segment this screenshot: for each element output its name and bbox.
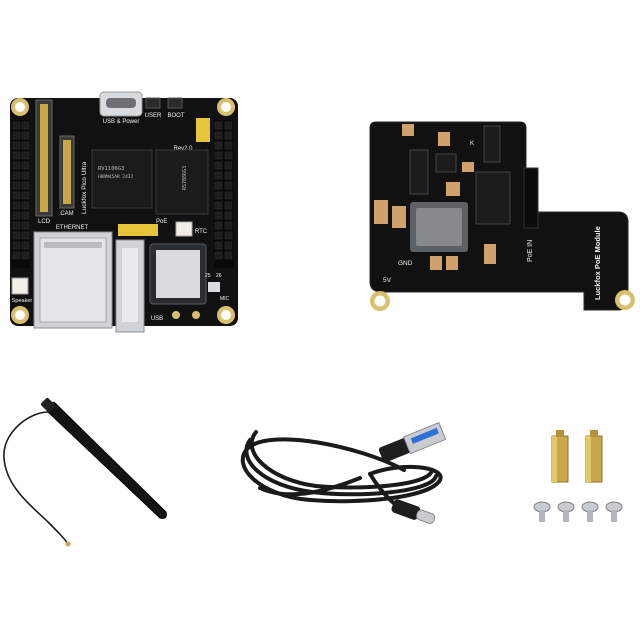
label-pin-26: 26 bbox=[216, 273, 222, 279]
label-mic: MIC bbox=[220, 296, 230, 302]
chip-marking: RS7086G3 bbox=[182, 166, 188, 190]
capacitor bbox=[374, 200, 388, 224]
antenna-base bbox=[41, 398, 55, 412]
mounting-hole bbox=[217, 98, 235, 116]
label-5v: 5V bbox=[383, 277, 392, 284]
boot-button bbox=[167, 97, 183, 109]
usb-c-port bbox=[99, 91, 143, 117]
usb-c-plug bbox=[391, 499, 436, 524]
core-board: USB & Power USER BOOT Rev2.0 LCD CAM Luc… bbox=[10, 91, 238, 333]
wifi-module bbox=[149, 243, 207, 305]
soc-marking: RV1106G3 bbox=[98, 166, 125, 172]
mounting-hole bbox=[11, 98, 29, 116]
lcd-connector bbox=[35, 99, 53, 217]
usb-cable bbox=[240, 422, 447, 524]
left-pin-header bbox=[12, 120, 30, 268]
screw bbox=[581, 501, 599, 522]
soc-chip: RV1106G3 H8NM45AR 2432 bbox=[91, 149, 153, 209]
ipex-connector bbox=[65, 541, 71, 547]
label-usb-power: USB & Power bbox=[103, 119, 140, 125]
capacitor bbox=[402, 124, 414, 136]
transformer-chip bbox=[409, 149, 429, 195]
capacitor bbox=[392, 206, 406, 228]
screw bbox=[533, 501, 551, 522]
label-user: USER bbox=[145, 113, 162, 119]
label-pin-25: 25 bbox=[205, 273, 211, 279]
module-title: Luckfox PoE Module bbox=[593, 226, 602, 300]
mic-component bbox=[208, 282, 220, 292]
capacitor bbox=[462, 162, 474, 172]
soc-sub-marking: H8NM45AR 2432 bbox=[98, 174, 134, 180]
label-gnd: GND bbox=[398, 260, 413, 267]
capacitor bbox=[484, 244, 496, 264]
jumper-header bbox=[196, 118, 210, 142]
brass-standoff bbox=[551, 430, 569, 483]
mounting-hole bbox=[615, 290, 635, 310]
test-pad bbox=[172, 311, 180, 319]
cam-connector bbox=[59, 135, 75, 209]
standoffs-and-screws bbox=[533, 430, 623, 522]
wifi-antenna bbox=[3, 398, 167, 547]
pin-header bbox=[523, 167, 539, 229]
poe-module: K GND 5V PoE IN Luckfox PoE Module bbox=[369, 121, 635, 311]
right-pin-header bbox=[214, 120, 234, 268]
mosfet-chip bbox=[475, 171, 511, 225]
mounting-hole bbox=[370, 291, 390, 311]
controller-chip bbox=[435, 153, 457, 173]
memory-chip: RS7086G3 bbox=[155, 149, 209, 215]
label-speaker: Speaker bbox=[12, 298, 33, 304]
board-title: Luckfox Pico Ultra bbox=[81, 161, 88, 214]
mounting-hole bbox=[11, 306, 29, 324]
capacitor bbox=[446, 256, 458, 270]
antenna-rod bbox=[45, 401, 167, 519]
diode bbox=[483, 125, 501, 163]
label-poe-in: PoE IN bbox=[527, 240, 534, 262]
label-poe: PoE bbox=[156, 219, 167, 225]
brass-standoff bbox=[585, 430, 603, 483]
poe-header bbox=[118, 224, 158, 236]
antenna-cable bbox=[3, 411, 69, 545]
screw bbox=[557, 501, 575, 522]
label-usb: USB bbox=[151, 316, 163, 322]
mounting-hole bbox=[217, 306, 235, 324]
label-lcd: LCD bbox=[38, 219, 51, 225]
capacitor bbox=[446, 182, 460, 196]
rtc-connector bbox=[175, 221, 193, 237]
usb-a-plug bbox=[378, 422, 447, 463]
speaker-connector bbox=[11, 277, 29, 295]
capacitor bbox=[438, 132, 450, 146]
user-button bbox=[145, 97, 161, 109]
usb-a-port bbox=[115, 239, 145, 333]
label-rtc: RTC bbox=[195, 229, 208, 235]
label-rev: Rev2.0 bbox=[173, 146, 193, 152]
test-pad bbox=[192, 311, 200, 319]
screw bbox=[605, 501, 623, 522]
label-ethernet: ETHERNET bbox=[56, 225, 89, 231]
label-boot: BOOT bbox=[167, 113, 184, 119]
label-cam: CAM bbox=[60, 211, 73, 217]
ethernet-jack bbox=[33, 231, 113, 329]
capacitor bbox=[430, 256, 442, 270]
label-k: K bbox=[470, 141, 474, 147]
power-inductor bbox=[410, 202, 468, 252]
